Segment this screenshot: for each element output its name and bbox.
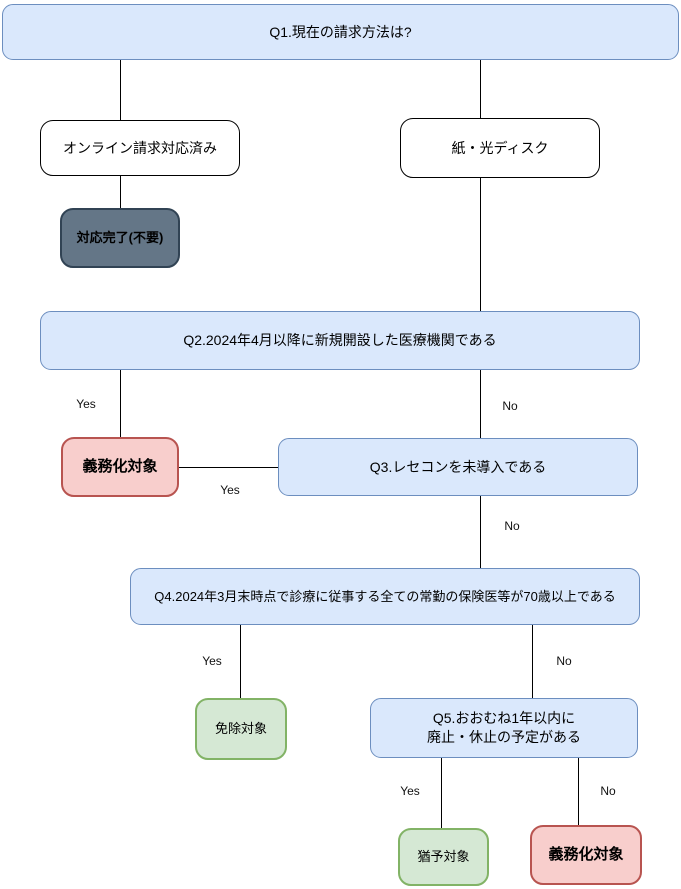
node-obligated-top: 義務化対象 xyxy=(61,437,179,497)
edge-q2-no xyxy=(480,370,481,438)
edge-q3-no xyxy=(480,496,481,568)
edge-label-q3-no: No xyxy=(496,519,528,533)
edge-q1-to-online xyxy=(120,60,121,120)
node-question-q3: Q3.レセコンを未導入である xyxy=(278,438,638,496)
edge-label-q4-yes: Yes xyxy=(192,654,232,668)
node-completed-not-required: 対応完了(不要) xyxy=(60,208,180,268)
edge-q3-yes xyxy=(179,467,278,468)
node-obligated-bottom: 義務化対象 xyxy=(530,825,642,885)
node-label: 義務化対象 xyxy=(548,845,624,863)
node-label: 免除対象 xyxy=(214,721,267,737)
node-label: 猶予対象 xyxy=(417,849,470,865)
edge-label-q5-yes: Yes xyxy=(390,784,430,798)
edge-q5-no xyxy=(578,758,579,825)
node-label-line2: 廃止・休止の予定がある xyxy=(427,729,581,745)
node-label: 対応完了(不要) xyxy=(76,230,164,246)
node-label: Q1.現在の請求方法は? xyxy=(269,23,412,40)
node-label: Q2.2024年4月以降に新規開設した医療機関である xyxy=(183,332,497,349)
node-question-q5: Q5.おおむね1年以内に 廃止・休止の予定がある xyxy=(370,698,638,758)
edge-q4-yes xyxy=(240,625,241,698)
edge-q1-to-paper xyxy=(480,60,481,118)
edge-label-q2-yes: Yes xyxy=(66,397,106,411)
edge-label-q5-no: No xyxy=(592,784,624,798)
node-label: 紙・光ディスク xyxy=(451,139,549,156)
node-online-ready: オンライン請求対応済み xyxy=(40,120,240,176)
node-label-line1: Q5.おおむね1年以内に xyxy=(432,710,576,727)
node-question-q2: Q2.2024年4月以降に新規開設した医療機関である xyxy=(40,311,640,370)
edge-q2-yes xyxy=(120,370,121,437)
node-deferred: 猶予対象 xyxy=(398,828,489,886)
edge-q4-no xyxy=(532,625,533,698)
node-exempt: 免除対象 xyxy=(195,698,287,760)
node-question-q4: Q4.2024年3月末時点で診療に従事する全ての常勤の保険医等が70歳以上である xyxy=(130,568,640,625)
node-label: Q5.おおむね1年以内に 廃止・休止の予定がある xyxy=(427,709,581,747)
node-label: 義務化対象 xyxy=(82,457,158,475)
node-label: Q3.レセコンを未導入である xyxy=(369,458,547,475)
node-label: オンライン請求対応済み xyxy=(63,139,217,156)
edge-online-to-done xyxy=(120,176,121,208)
edge-label-q4-no: No xyxy=(548,654,580,668)
node-paper-disc: 紙・光ディスク xyxy=(400,118,600,178)
node-question-q1: Q1.現在の請求方法は? xyxy=(2,4,679,60)
node-label: Q4.2024年3月末時点で診療に従事する全ての常勤の保険医等が70歳以上である xyxy=(154,588,616,604)
edge-q5-yes xyxy=(441,758,442,828)
edge-label-q2-no: No xyxy=(494,399,526,413)
edge-paper-to-q2 xyxy=(480,178,481,311)
edge-label-q3-yes: Yes xyxy=(208,483,252,497)
